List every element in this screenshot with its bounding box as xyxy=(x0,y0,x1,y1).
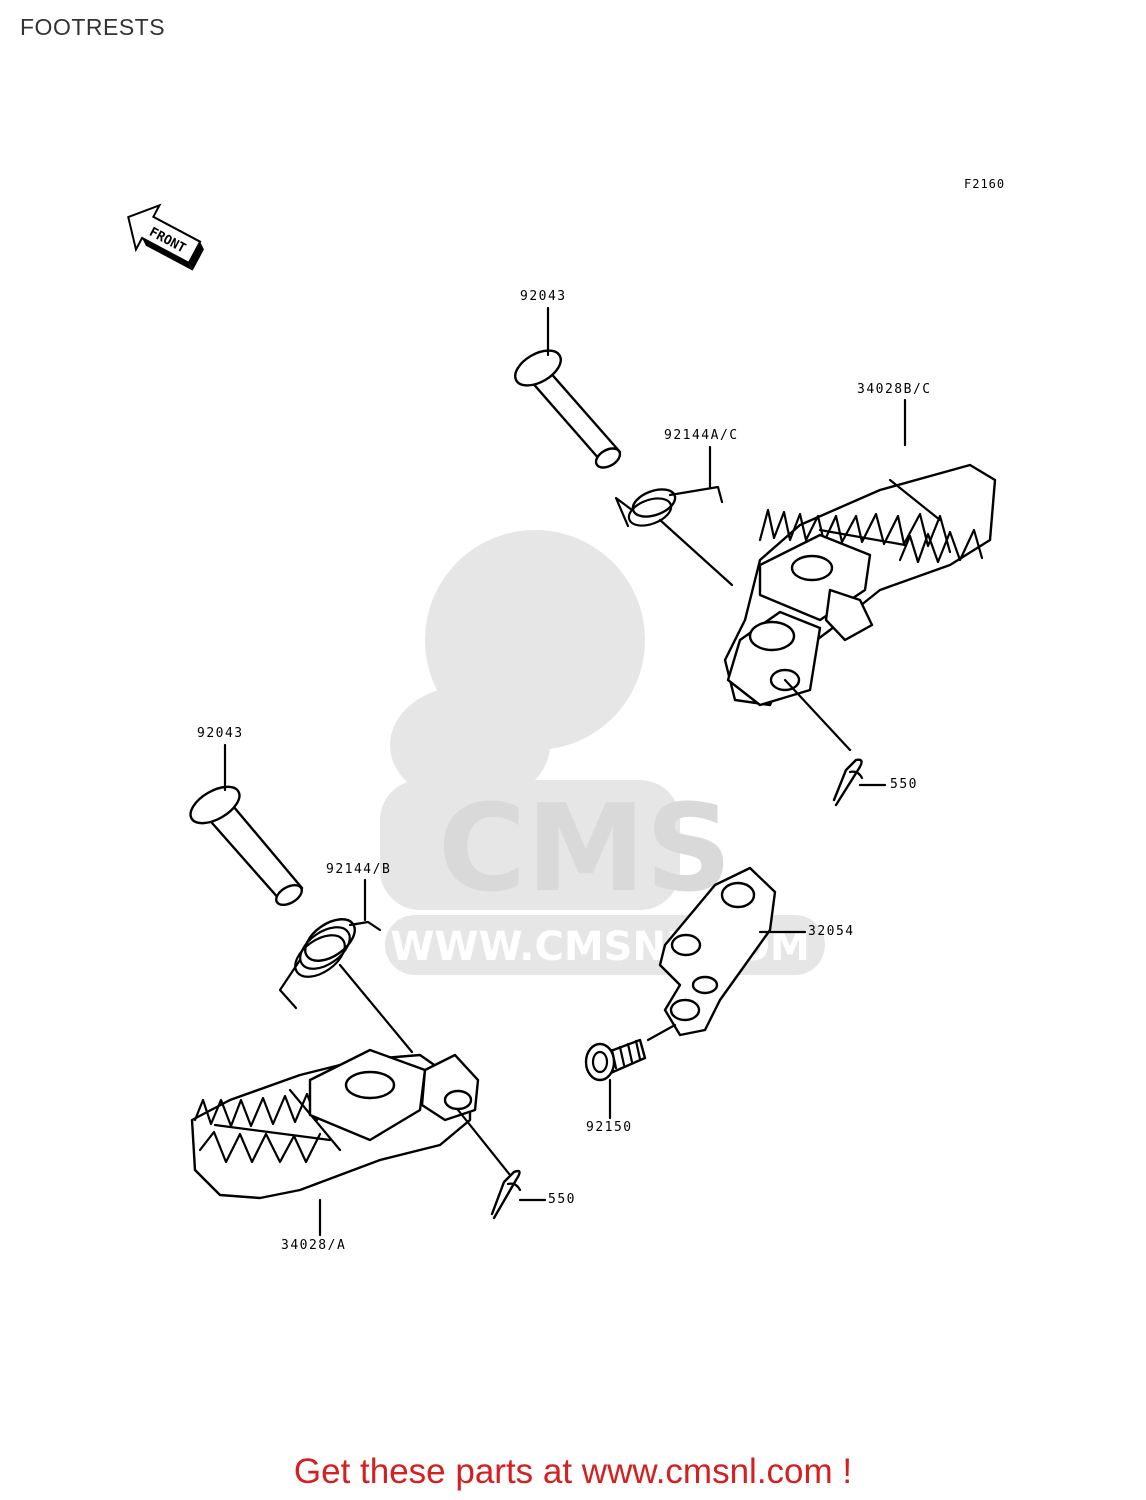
leader-lines xyxy=(223,306,907,1237)
footer-link[interactable]: Get these parts at www.cmsnl.com ! xyxy=(293,1452,853,1491)
footrest-left-part xyxy=(190,1048,480,1200)
leader-spring-left-to-footrest xyxy=(338,963,414,1054)
watermark-mascot-arm xyxy=(390,685,550,805)
front-direction-icon: FRONT xyxy=(127,203,204,271)
callout-spring-right: 92144A/C xyxy=(664,428,739,443)
leader-bolt-to-bracket xyxy=(646,1023,677,1042)
callout-spring-left: 92144/B xyxy=(326,862,392,877)
cotter-pin-left-part xyxy=(490,1169,522,1220)
bolt-part xyxy=(584,1038,647,1082)
watermark-badge xyxy=(380,780,680,910)
callout-footrest-left: 34028/A xyxy=(281,1238,347,1253)
callout-pin-right: 92043 xyxy=(520,289,567,304)
figure-code: F2160 xyxy=(964,177,1006,191)
leader-spring-right-to-footrest xyxy=(658,518,734,587)
spring-left-part xyxy=(278,918,382,1010)
callout-pin-left: 92043 xyxy=(197,726,244,741)
bracket-part xyxy=(658,866,777,1037)
callout-cotter-left: 550 xyxy=(548,1192,576,1207)
spring-right-part xyxy=(614,485,724,528)
callout-footrest-right: 34028B/C xyxy=(857,382,932,397)
page-title: FOOTRESTS xyxy=(20,14,166,40)
pin-right-part xyxy=(514,349,622,469)
footrest-right-part xyxy=(723,463,997,707)
callout-bolt: 92150 xyxy=(586,1120,633,1135)
pin-left-part xyxy=(189,785,304,907)
cotter-pin-right-part xyxy=(832,758,864,807)
leader-cotter-right-pivot xyxy=(783,678,852,752)
leader-cotter-left-pivot xyxy=(456,1108,512,1177)
callout-bracket: 32054 xyxy=(808,924,855,939)
callout-cotter-right: 550 xyxy=(890,777,918,792)
watermark-logo-text: CMS xyxy=(438,780,732,919)
